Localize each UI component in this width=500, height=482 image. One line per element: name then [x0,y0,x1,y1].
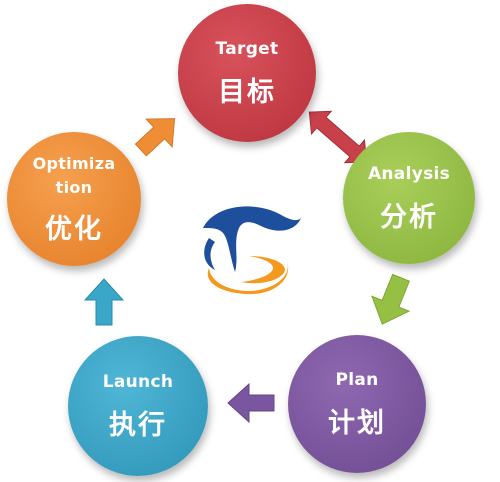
node-target-label-en: Target [215,39,279,60]
arrow-launch-optimization [83,278,125,326]
node-analysis-label-cn: 分析 [380,201,438,233]
company-logo-icon [203,206,301,295]
node-optimization-label-en-line2: tion [55,177,93,197]
node-launch-label-cn: 执行 [109,409,167,441]
node-optimization-label-cn: 优化 [45,213,103,245]
node-launch: Launch 执行 [68,336,208,476]
arrow-shape [371,273,411,325]
node-optimization: Optimiza tion 优化 [7,132,141,266]
node-plan-label-en: Plan [335,370,379,391]
arrow-shape [83,278,125,326]
node-plan: Plan 计划 [288,335,426,473]
node-analysis-label-en: Analysis [367,164,451,185]
logo-blue-swoosh [203,206,301,272]
node-plan-label-cn: 计划 [328,407,386,439]
node-analysis: Analysis 分析 [343,132,475,264]
logo-orange-arc [241,256,285,284]
node-optimization-label-en-line1: Optimiza [32,154,116,174]
arrow-optimization-target [134,118,176,157]
arrow-shape [134,118,176,157]
node-launch-label-en: Launch [102,372,174,393]
node-target: Target 目标 [178,4,316,142]
node-target-label-cn: 目标 [218,76,276,108]
logo-blue-arc [204,238,215,270]
arrow-plan-launch [227,382,275,424]
arrow-shape [227,382,275,424]
arrow-analysis-plan [371,273,411,325]
